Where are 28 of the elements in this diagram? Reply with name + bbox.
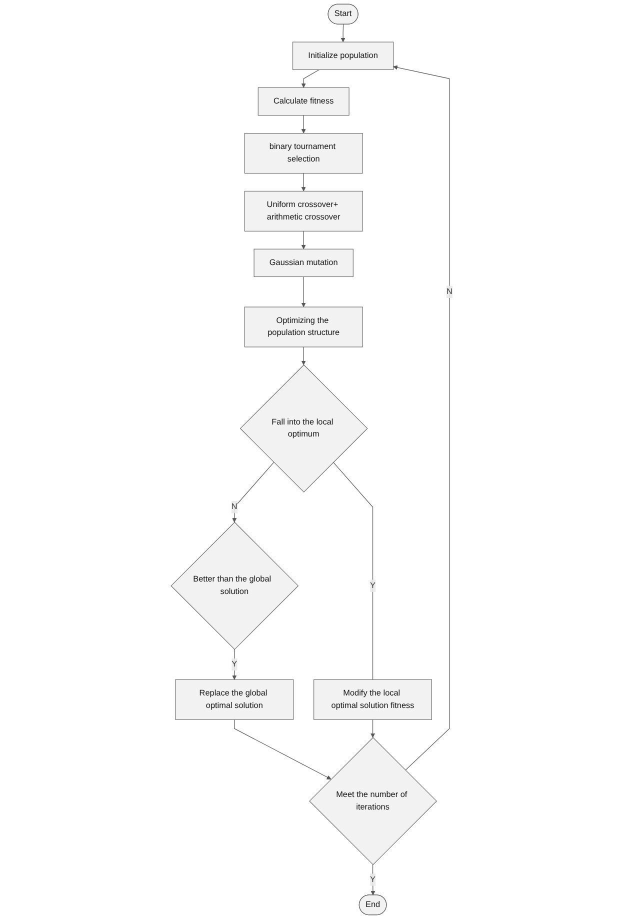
arrow <box>302 69 320 88</box>
node-diamond: Fall into the local optimum <box>240 364 368 492</box>
edge-label: N <box>232 502 238 512</box>
connector <box>333 462 374 680</box>
arrow <box>232 462 274 522</box>
arrow <box>341 24 346 42</box>
node-box: Modify the local optimal solution fitness <box>314 679 432 720</box>
edge-label: Y <box>370 875 376 884</box>
node-box: Gaussian mutation <box>254 248 354 278</box>
arrow <box>302 276 306 308</box>
node-box: binary tournament selection <box>244 133 364 174</box>
arrow <box>302 346 306 366</box>
edge-label: Y <box>232 660 238 669</box>
node-box: Calculate fitness <box>258 87 350 116</box>
arrow <box>302 230 306 250</box>
arrow <box>302 115 306 134</box>
node-box: Uniform crossover+ arithmetic crossover <box>244 190 364 232</box>
node-box: Initialize population <box>292 42 394 70</box>
arrow <box>302 172 306 192</box>
arrow <box>234 719 332 780</box>
node-diamond: Meet the number of iterations <box>309 737 438 866</box>
node-box: Replace the global optimal solution <box>175 679 294 720</box>
edge-label: Y <box>370 581 376 590</box>
node-diamond: Better than the global solution <box>171 522 299 650</box>
node-box: Optimizing the population structure <box>244 306 364 348</box>
edge-label: N <box>446 287 453 296</box>
arrow <box>370 719 376 738</box>
arrow <box>393 65 450 770</box>
